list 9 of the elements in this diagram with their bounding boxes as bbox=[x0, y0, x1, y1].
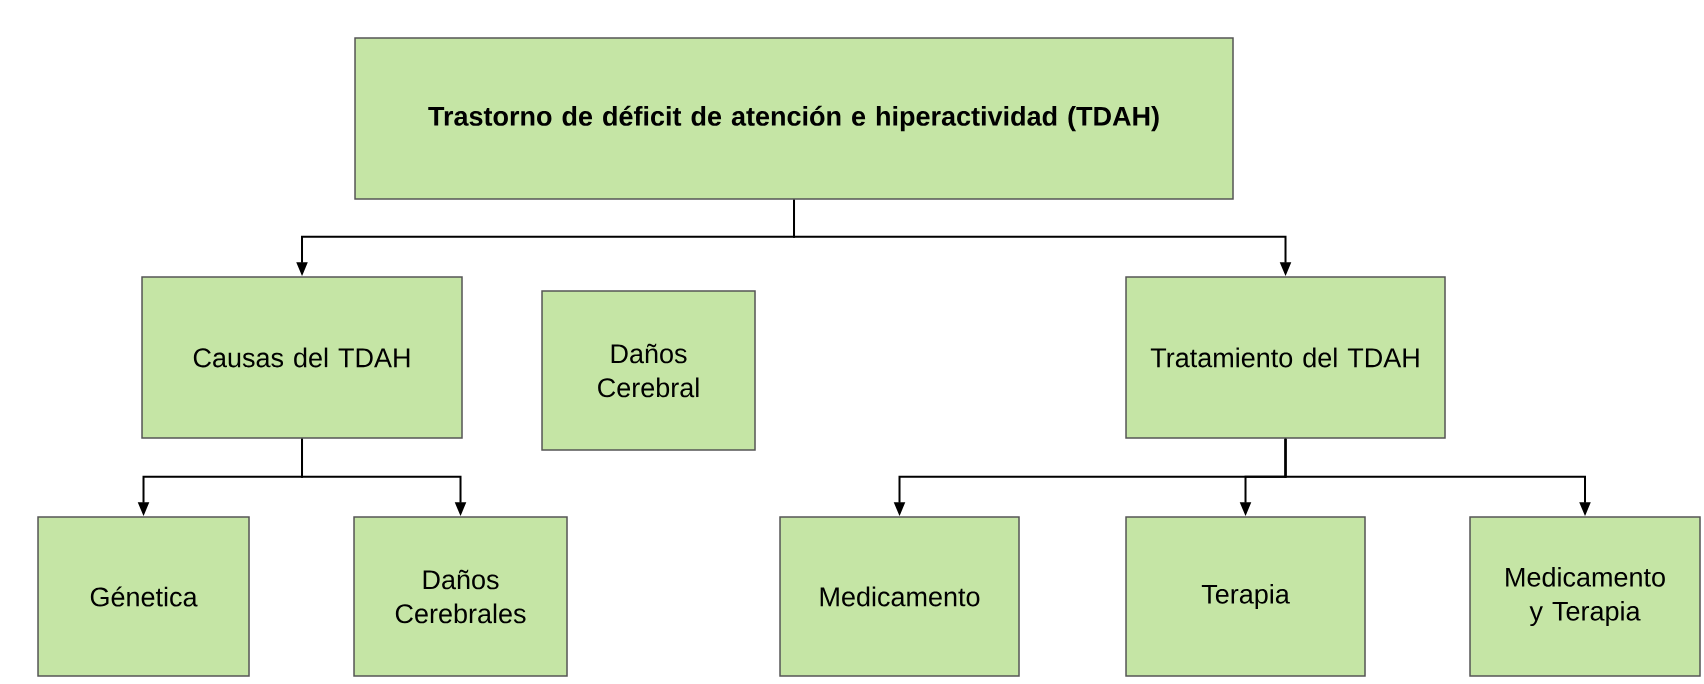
process-box: Medicamento y Terapia bbox=[1469, 516, 1701, 677]
process-box: Tratamiento del TDAH bbox=[1125, 276, 1446, 439]
process-box: Daños Cerebrales bbox=[353, 516, 568, 677]
process-box: Medicamento bbox=[779, 516, 1020, 677]
process-box: Terapia bbox=[1125, 516, 1366, 677]
process-box: Génetica bbox=[37, 516, 250, 677]
process-box: Daños Cerebral bbox=[541, 290, 756, 451]
process-box: Causas del TDAH bbox=[141, 276, 463, 439]
title-box: Trastorno de déficit de atención e hiperactividad (TDAH) bbox=[354, 37, 1234, 200]
